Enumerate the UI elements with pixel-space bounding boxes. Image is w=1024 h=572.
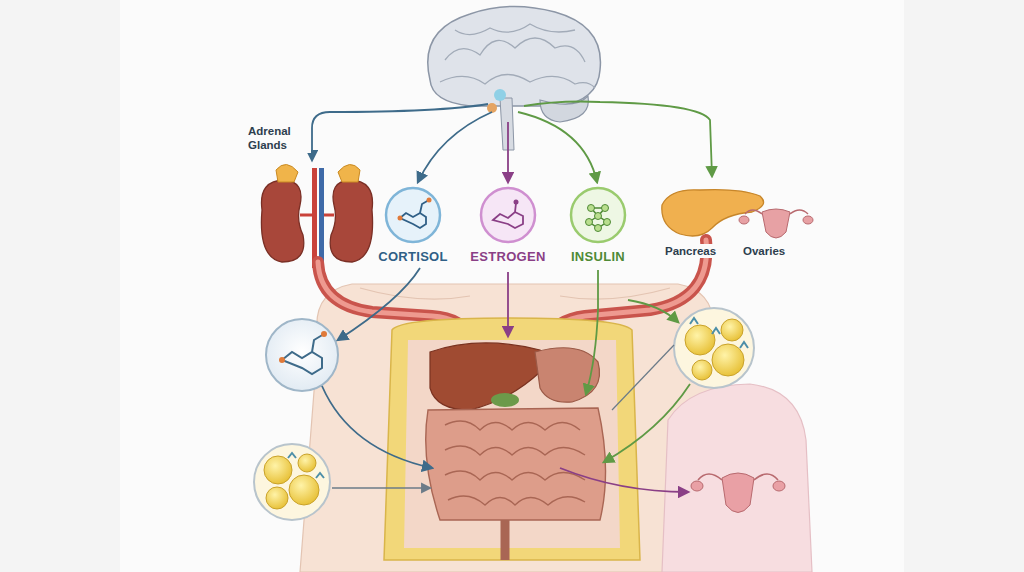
hormone-node: INSULIN xyxy=(566,186,631,265)
hormone-node: ESTROGEN xyxy=(465,186,551,265)
pelvis xyxy=(662,384,812,572)
organ-label: Ovaries xyxy=(742,244,786,258)
kidneys xyxy=(261,164,372,268)
hormone-name: CORTISOL xyxy=(376,249,450,264)
brain xyxy=(428,6,601,150)
organ-label: Adrenal Glands xyxy=(247,124,311,153)
organ-label: Pancreas xyxy=(664,244,717,258)
ovaries xyxy=(739,209,813,238)
hormone-name: INSULIN xyxy=(569,249,627,264)
zoom-fat-receptors xyxy=(674,308,754,388)
hormone-name: ESTROGEN xyxy=(468,249,547,264)
hormone-circle xyxy=(569,186,627,244)
hormone-circle xyxy=(384,186,442,244)
abdomen xyxy=(384,318,640,560)
zoom-molecule xyxy=(266,319,338,391)
pancreas xyxy=(662,190,764,236)
hormone-circle xyxy=(479,186,537,244)
uterus xyxy=(691,473,785,513)
hormone-node: CORTISOL xyxy=(373,186,453,265)
zoom-fat-cells xyxy=(254,444,330,520)
